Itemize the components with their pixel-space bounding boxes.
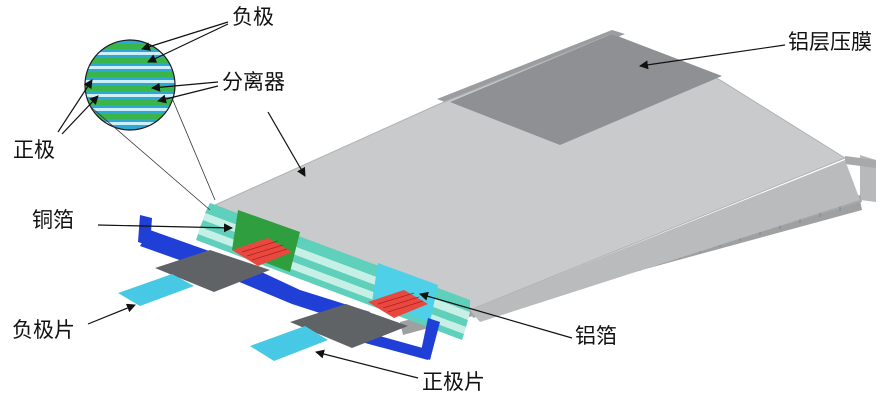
label-positive-tab: 正极片 — [422, 370, 485, 394]
leader-laminate-film — [639, 44, 786, 70]
leader-positive-2 — [61, 95, 99, 135]
positive-collector-side — [420, 318, 440, 360]
leader-separator-2 — [157, 85, 219, 104]
leader-aluminum-foil — [419, 291, 573, 339]
positive-tab-lead — [250, 326, 328, 361]
right-seal-strip — [845, 156, 876, 168]
leader-copper-foil — [97, 223, 233, 233]
label-positive-electrode: 正极 — [13, 138, 55, 162]
label-copper-foil: 铜箔 — [32, 208, 74, 232]
negative-tab-contact — [232, 238, 292, 266]
negative-current-collector — [140, 230, 370, 326]
label-negative-electrode: 负极 — [232, 5, 274, 29]
positive-tab-plate — [290, 304, 408, 348]
lens-projection-lines — [91, 97, 216, 211]
label-separator: 分离器 — [222, 70, 285, 94]
leader-negative-2 — [147, 23, 229, 63]
leader-positive-tab — [315, 349, 419, 379]
label-negative-tab: 负极片 — [12, 318, 75, 342]
magnifier-lens — [85, 40, 175, 130]
cell-front-face — [470, 160, 860, 322]
negative-tab-lead — [118, 274, 194, 306]
leader-negative-1 — [141, 21, 229, 51]
film-outer-layer — [450, 34, 722, 145]
leader-lines — [57, 21, 786, 379]
leader-negative-tab — [87, 303, 136, 325]
leader-positive-1 — [57, 79, 93, 133]
label-aluminum-foil: 铝箔 — [575, 324, 617, 348]
leader-separator-body — [267, 111, 306, 177]
leader-separator-1 — [151, 81, 219, 92]
negative-collector-bend — [138, 215, 152, 246]
positive-tab-contact — [368, 290, 428, 318]
negative-tab-plate — [155, 250, 270, 292]
label-aluminum-laminate-film: 铝层压膜 — [788, 30, 872, 54]
